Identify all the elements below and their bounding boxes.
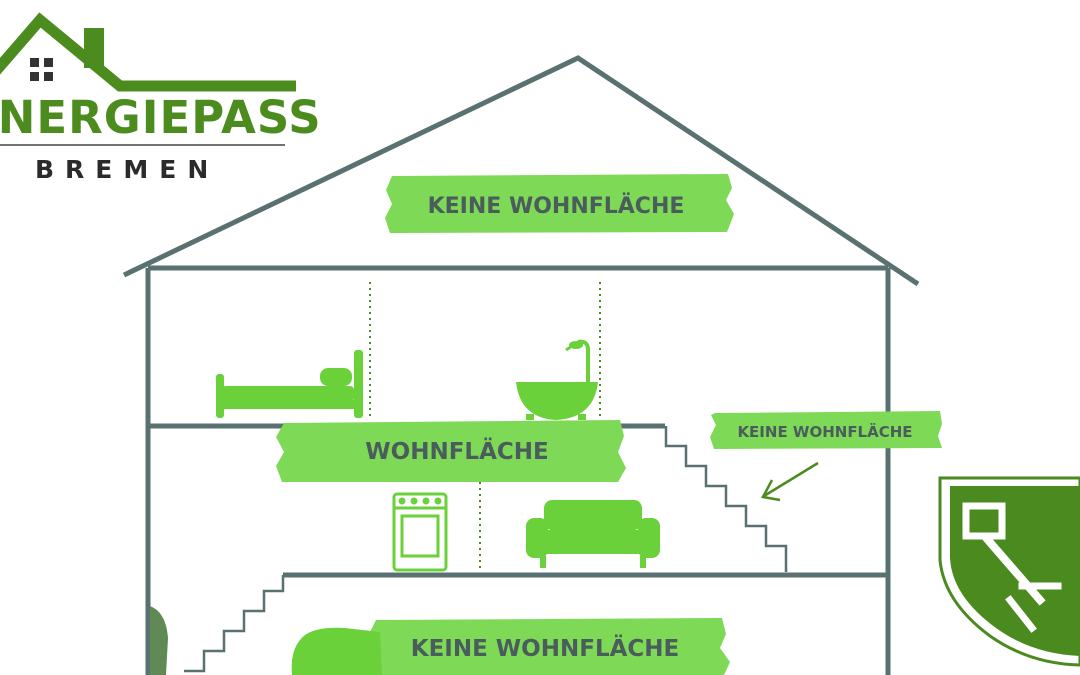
stairs-upper (664, 426, 788, 572)
bathtub-icon (516, 339, 598, 420)
svg-text:WOHNFLÄCHE: WOHNFLÄCHE (365, 437, 548, 465)
label-middle: WOHNFLÄCHE (276, 420, 626, 482)
logo: ENERGIEPASS BREMEN (0, 12, 322, 184)
room-dividers (369, 282, 601, 570)
arrow-icon (761, 461, 819, 502)
label-attic: KEINE WOHNFLÄCHE (385, 174, 734, 233)
house-outline (122, 55, 920, 675)
oven-icon (392, 492, 448, 572)
label-basement: KEINE WOHNFLÄCHE (150, 606, 730, 675)
svg-text:KEINE WOHNFLÄCHE: KEINE WOHNFLÄCHE (428, 193, 685, 219)
logo-title: ENERGIEPASS (0, 91, 322, 144)
stairs-lower (184, 575, 285, 673)
sofa-icon (526, 500, 660, 568)
roof (122, 55, 920, 287)
logo-subtitle: BREMEN (35, 155, 219, 184)
house-logo-icon (0, 12, 296, 92)
svg-text:KEINE WOHNFLÄCHE: KEINE WOHNFLÄCHE (737, 422, 912, 441)
bed-icon (216, 350, 363, 418)
bremen-crest-icon (938, 476, 1080, 667)
svg-text:KEINE WOHNFLÄCHE: KEINE WOHNFLÄCHE (411, 634, 680, 662)
label-stairs: KEINE WOHNFLÄCHE (710, 411, 942, 449)
